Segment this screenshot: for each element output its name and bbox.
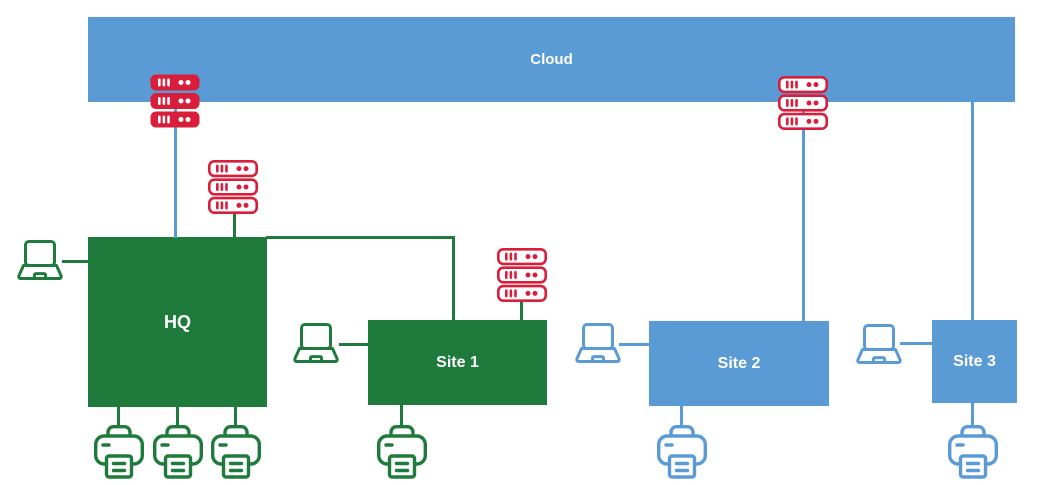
link-cloud-site2 [802,100,805,322]
link-laptop-site3 [900,342,933,345]
link-laptop-site1 [339,343,369,346]
laptop-icon-site3[interactable] [855,324,903,366]
link-site1-printer [400,404,403,427]
site1-label: Site 1 [436,353,479,371]
laptop-icon-hq[interactable] [16,240,64,282]
hq-node[interactable]: HQ [88,237,267,407]
site2-label: Site 2 [717,354,761,372]
server-rack-icon-hq[interactable] [208,160,258,214]
laptop-icon-site1[interactable] [292,323,340,365]
link-hq-site1-vertical [452,236,455,321]
site1-node[interactable]: Site 1 [368,320,547,405]
printer-icon-site1[interactable] [377,425,427,479]
link-laptop-hq [62,260,89,263]
link-hq-printer-2 [176,406,179,427]
cloud-label: Cloud [530,51,573,68]
link-hq-printer-3 [234,406,237,427]
link-server-hq [233,212,236,238]
site3-label: Site 3 [953,352,996,370]
printer-icon-hq-2[interactable] [153,425,203,479]
site3-node[interactable]: Site 3 [932,320,1017,403]
link-laptop-site2 [619,343,650,346]
link-server-site1 [520,296,523,321]
link-cloud-hq [174,100,177,238]
cloud-node[interactable]: Cloud [88,17,1015,102]
server-rack-icon-site2[interactable] [778,76,828,130]
link-site2-printer [680,405,683,427]
printer-icon-hq-1[interactable] [94,425,144,479]
server-rack-icon-cloud-hq[interactable] [150,74,200,128]
printer-icon-site2[interactable] [657,425,707,479]
link-hq-printer-1 [117,406,120,427]
printer-icon-hq-3[interactable] [211,425,261,479]
link-site3-printer [971,402,974,427]
site2-node[interactable]: Site 2 [649,321,829,406]
hq-label: HQ [164,311,191,332]
laptop-icon-site2[interactable] [574,323,622,365]
link-hq-site1-horizontal [266,236,455,239]
server-rack-icon-site1[interactable] [497,248,547,302]
link-cloud-site3 [971,100,974,321]
printer-icon-site3[interactable] [948,425,998,479]
